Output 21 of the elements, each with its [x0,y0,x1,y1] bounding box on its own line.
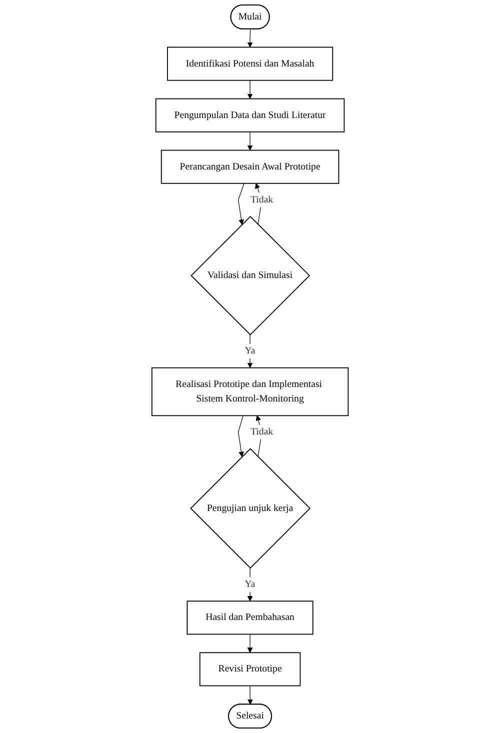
node-box: Realisasi Prototipe dan Implementasi Sistem Kontrol-Monitoring [152,367,350,416]
node-box: Pengumpulan Data dan Studi Literatur [156,98,346,132]
arrow [248,634,254,653]
node-box: Revisi Prototipe [200,652,302,686]
edge-label: Tidak [250,426,274,438]
arrow [248,28,254,48]
arrow [248,80,254,99]
edge-label: Ya [245,579,256,590]
arrow [248,685,254,705]
node-box: Hasil dan Pembahasan [187,600,314,635]
edge-label: Ya [245,346,256,356]
arrow [248,568,254,602]
arrow [248,132,254,151]
arrow [238,183,245,225]
node-diamond: Pengujian unjuk kerja [190,448,312,569]
arrow [238,415,244,457]
node-diamond: Validasi dan Simulasi [191,216,311,336]
edge-label: Tidak [250,194,274,205]
arrow [248,334,254,368]
node-box: Perancangan Desain Awal Prototipe [161,150,340,184]
node-box: Identifikasi Potensi dan Masalah [167,46,334,81]
